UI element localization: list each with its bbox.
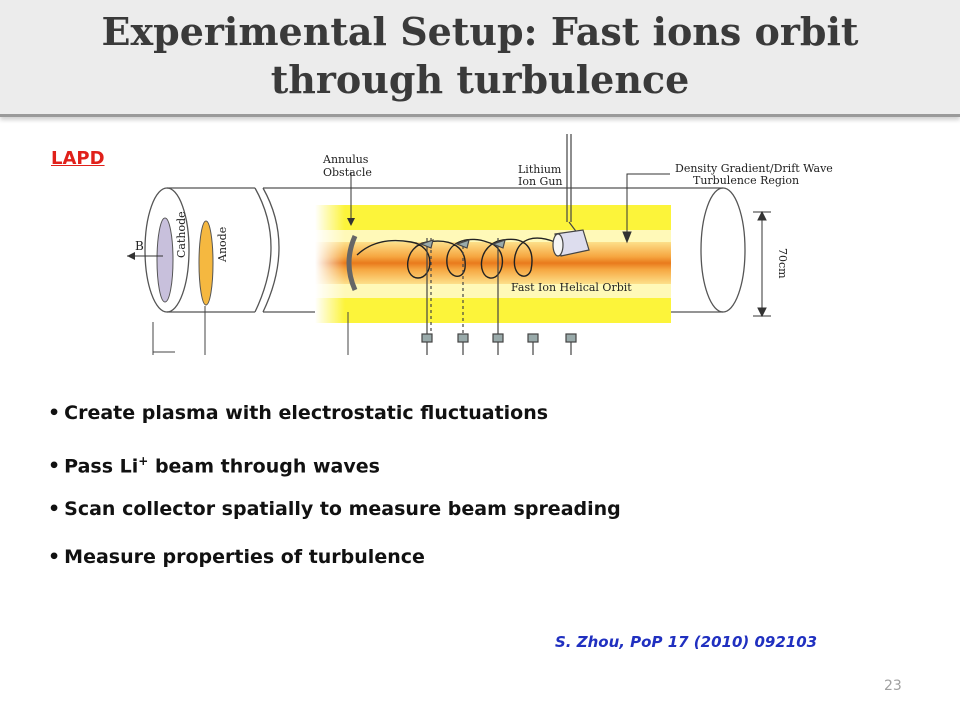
density-region-pointer xyxy=(622,173,670,244)
obstacle-label: Obstacle xyxy=(323,166,372,179)
cathode xyxy=(156,217,174,303)
plasma-core xyxy=(315,242,671,284)
bullet-item: •Create plasma with electrostatic fluctu… xyxy=(48,402,549,424)
b-field-arrow: B xyxy=(127,239,163,260)
superscript-plus: + xyxy=(138,454,149,468)
plasma-fade xyxy=(315,205,345,323)
helical-orbit xyxy=(356,237,556,279)
diameter-dimension xyxy=(753,210,771,318)
anode-label: Anode xyxy=(216,227,229,263)
title-bar xyxy=(0,0,960,117)
page-number: 23 xyxy=(884,678,902,694)
probes xyxy=(419,238,577,355)
ion-gun-label: Ion Gun xyxy=(518,175,563,188)
lithium-ion-gun xyxy=(552,134,590,257)
b-field-label: B xyxy=(135,239,144,253)
lapd-setup-diagram: Cathode Anode B Lithium Ion Gun xyxy=(127,134,833,355)
plasma-column xyxy=(315,205,671,323)
lapd-label: LAPD xyxy=(51,148,105,169)
density-label-line2: Turbulence Region xyxy=(693,174,799,187)
annulus-label: Annulus xyxy=(322,153,369,166)
diameter-label: 70cm xyxy=(776,248,789,279)
bullet-list: •Create plasma with electrostatic fluctu… xyxy=(48,396,621,588)
anode xyxy=(198,220,214,306)
bullet-item: •Measure properties of turbulence xyxy=(48,546,425,568)
slide-title: Experimental Setup: Fast ions orbit thro… xyxy=(101,9,859,102)
orbit-label: Fast Ion Helical Orbit xyxy=(511,281,632,294)
annulus-obstacle xyxy=(346,172,358,292)
bullet-item: •Scan collector spatially to measure bea… xyxy=(48,498,621,520)
density-label-line1: Density Gradient/Drift Wave xyxy=(675,162,833,175)
cathode-label: Cathode xyxy=(175,211,188,258)
chamber-right-end xyxy=(700,187,746,313)
lithium-label: Lithium xyxy=(518,163,562,176)
bullet-item: •Pass Li+ beam through waves xyxy=(48,454,380,478)
citation: S. Zhou, PoP 17 (2010) 092103 xyxy=(555,633,818,651)
